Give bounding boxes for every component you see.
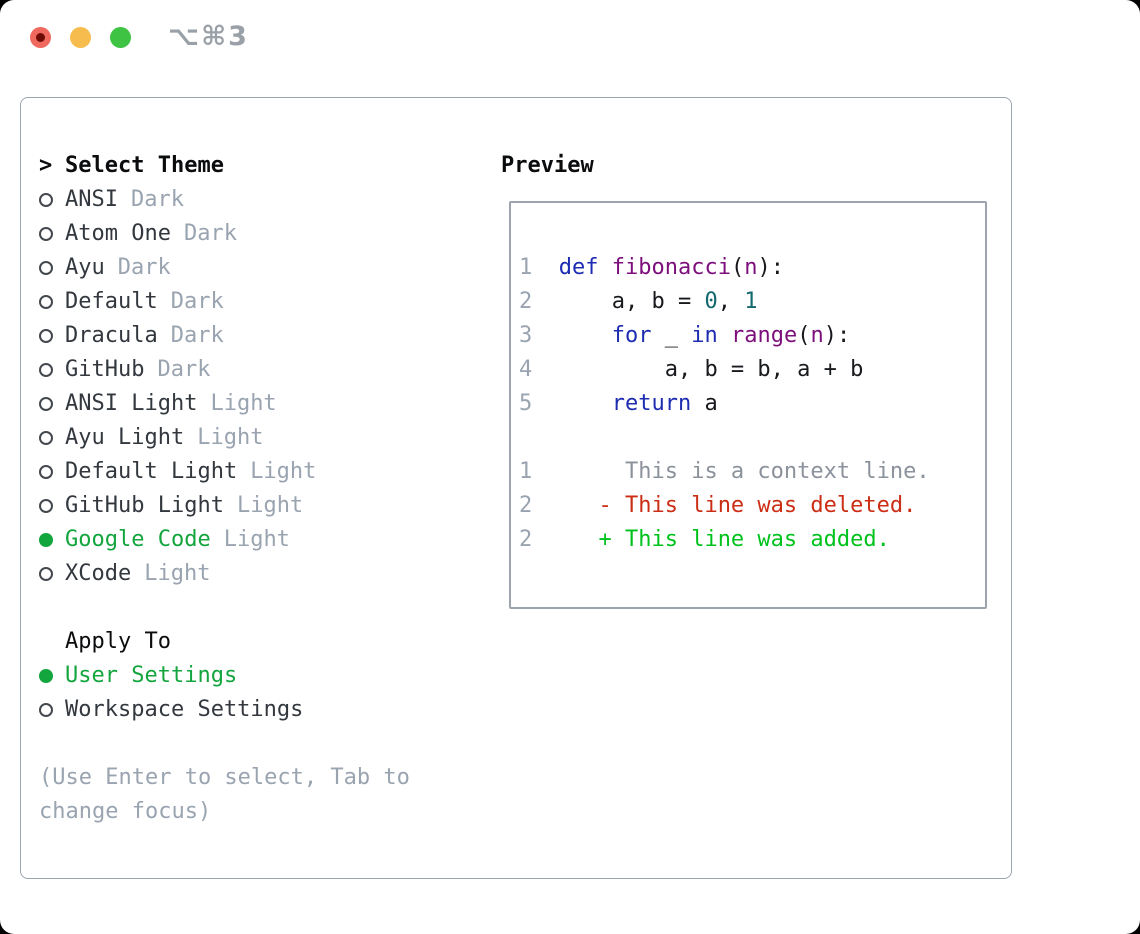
apply-to-label: Workspace Settings (65, 697, 304, 722)
line-number: 4 (519, 357, 559, 382)
radio-selected-icon (39, 659, 65, 693)
radio-unselected-icon (39, 183, 65, 217)
line-number: 2 (519, 289, 559, 314)
radio-unselected-icon (39, 217, 65, 251)
radio-unselected-icon (39, 285, 65, 319)
spacer (39, 591, 499, 625)
focus-dot-icon (36, 33, 45, 42)
radio-unselected-icon (39, 489, 65, 523)
code-line: 5 return a (519, 391, 718, 416)
apply-to-option[interactable]: User Settings (39, 659, 499, 693)
radio-unselected-icon (39, 455, 65, 489)
zoom-button[interactable] (110, 27, 131, 48)
preview-title: Preview (501, 153, 594, 178)
diff-line-deleted: 2 - This line was deleted. (519, 493, 917, 518)
code-line: 3 for _ in range(n): (519, 323, 851, 348)
code-line: 1 def fibonacci(n): (519, 255, 784, 280)
line-number: 1 (519, 459, 559, 484)
radio-unselected-icon (39, 319, 65, 353)
spacer (39, 625, 65, 659)
diff-line-added: 2 + This line was added. (519, 527, 890, 552)
radio-selected-icon (39, 523, 65, 557)
hint-text: (Use Enter to select, Tab to change focu… (39, 765, 410, 824)
apply-to-option[interactable]: Workspace Settings (39, 693, 499, 727)
radio-unselected-icon (39, 421, 65, 455)
radio-unselected-icon (39, 693, 65, 727)
apply-to-label: User Settings (65, 663, 238, 688)
radio-unselected-icon (39, 251, 65, 285)
select-theme-title: Select Theme (65, 153, 224, 178)
code-line: 2 a, b = 0, 1 (519, 289, 758, 314)
code-preview: 1 def fibonacci(n): 2 a, b = 0, 1 3 for _ … (519, 251, 975, 421)
radio-unselected-icon (39, 387, 65, 421)
apply-to-header: Apply To (39, 625, 499, 659)
line-number: 2 (519, 493, 559, 518)
diff-preview: 1 This is a context line. 2 - This line w… (519, 455, 975, 557)
preview-box: 1 def fibonacci(n): 2 a, b = 0, 1 3 for _ … (509, 201, 987, 609)
focus-caret-icon: > (39, 153, 53, 178)
line-number: 2 (519, 527, 559, 552)
diff-line-context: 1 This is a context line. (519, 459, 930, 484)
radio-unselected-icon (39, 353, 65, 387)
spacer (39, 727, 499, 761)
radio-unselected-icon (39, 557, 65, 591)
code-line: 4 a, b = b, a + b (519, 357, 864, 382)
line-number: 5 (519, 391, 559, 416)
close-button[interactable] (30, 27, 51, 48)
apply-to-title: Apply To (65, 629, 171, 654)
line-number: 3 (519, 323, 559, 348)
line-number: 1 (519, 255, 559, 280)
select-theme-header: > Select Theme (39, 149, 499, 183)
keyboard-shortcut-label: ⌥⌘3 (168, 21, 249, 52)
minimize-button[interactable] (70, 27, 91, 48)
spacer (519, 421, 975, 455)
titlebar[interactable]: ⌥⌘3 (0, 0, 1140, 74)
